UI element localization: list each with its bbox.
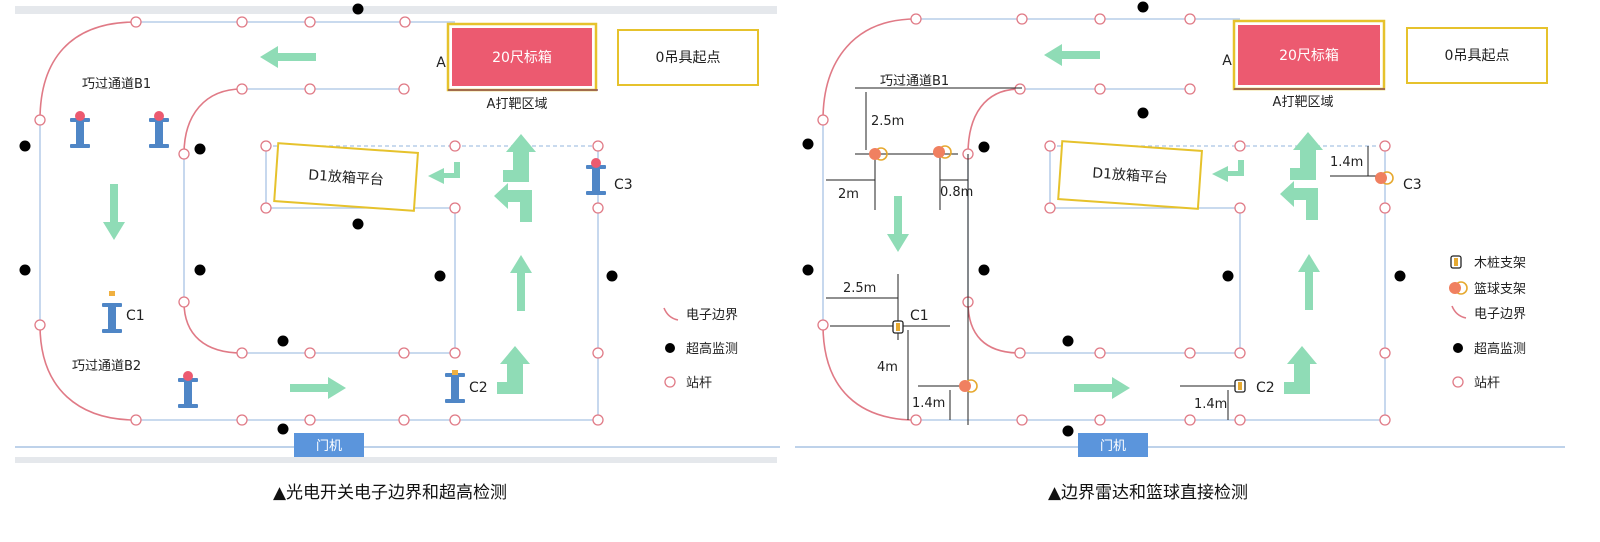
elbow-arrow-left-icon: [1280, 181, 1318, 220]
svg-text:2.5m: 2.5m: [843, 281, 876, 296]
height-monitors: [802, 1, 1406, 437]
channel-b2-label: 巧过通道B2: [72, 359, 141, 374]
basketball-stand: [958, 379, 978, 393]
basketball-stand: [932, 145, 952, 159]
channel-b1-label: 巧过通道B1: [82, 77, 151, 92]
height-monitors: [19, 3, 618, 435]
track-lines: [39, 21, 599, 421]
container-label: 20尺标箱: [1279, 48, 1339, 64]
left-panel: 20尺标箱 A A打靶区域 0吊具起点 D1放箱平台: [15, 3, 780, 503]
wood-stake: [892, 320, 904, 334]
station-pole-icon: [1452, 376, 1464, 388]
origin-box: [1406, 27, 1548, 84]
elbow-arrow-left-icon: [1212, 160, 1244, 182]
svg-text:1.4m: 1.4m: [1330, 155, 1363, 170]
svg-text:1.4m: 1.4m: [912, 396, 945, 411]
gate-crane: [294, 433, 364, 457]
a-marker: A: [1222, 53, 1232, 69]
flow-arrows: [103, 46, 536, 399]
arrow-up-icon: [510, 255, 532, 311]
c3-label: C3: [614, 177, 633, 193]
electronic-boundary-icon: [663, 307, 679, 321]
gate-label: 门机: [316, 439, 342, 454]
svg-text:2m: 2m: [838, 187, 859, 202]
height-monitor-icon: [665, 343, 675, 353]
wood-stake: [1234, 379, 1246, 393]
target-area-label: A打靶区域: [487, 97, 548, 112]
left-caption: ▲光电开关电子边界和超高检测: [273, 483, 507, 503]
gate-label: 门机: [1100, 439, 1126, 454]
legend-item: 电子边界: [686, 308, 738, 323]
basketball-stand: [1374, 171, 1394, 185]
elbow-arrow-up-icon: [1284, 346, 1317, 394]
platform-label: D1放箱平台: [1092, 165, 1169, 186]
platform-label: D1放箱平台: [308, 167, 385, 188]
origin-box: [617, 29, 759, 86]
gate-crane: [1078, 433, 1148, 457]
arrow-left-icon: [260, 46, 316, 68]
dimension-labels: 2.5m 2m 0.8m 1.4m 2.5m 4m 1.4m 1.4m: [838, 114, 1363, 412]
legend-item: 站杆: [1474, 376, 1500, 391]
container-20ft: [1238, 25, 1380, 85]
elbow-arrow-left-icon: [428, 162, 460, 184]
arrow-down-icon: [103, 184, 125, 240]
wood-stake-icon: [1450, 255, 1462, 269]
svg-text:0.8m: 0.8m: [940, 185, 973, 200]
arrow-up-icon: [1298, 254, 1320, 310]
c1-label: C1: [910, 308, 929, 324]
svg-text:4m: 4m: [877, 360, 898, 375]
elbow-arrow-up-icon: [497, 346, 530, 394]
container-20ft: [452, 28, 592, 86]
arrow-down-icon: [887, 196, 909, 252]
electronic-boundary: [39, 21, 243, 421]
photo-sensors: [70, 111, 606, 408]
height-monitor-icon: [1453, 343, 1463, 353]
electronic-boundary: [822, 18, 1021, 421]
station-pole-icon: [664, 376, 676, 388]
arrow-right-icon: [1074, 377, 1130, 399]
c1-label: C1: [126, 308, 145, 324]
electronic-boundary-icon: [1451, 305, 1467, 319]
right-panel: 20尺标箱 A A打靶区域 0吊具起点 D1放箱平台: [795, 1, 1565, 503]
platform: D1放箱平台: [1057, 140, 1203, 210]
channel-b1-label: 巧过通道B1: [880, 74, 949, 89]
elbow-arrow-left-icon: [494, 183, 532, 222]
a-marker: A: [436, 55, 446, 71]
origin-label: 0吊具起点: [656, 50, 721, 66]
c2-label: C2: [1256, 380, 1275, 396]
legend-item: 站杆: [686, 376, 712, 391]
svg-text:2.5m: 2.5m: [871, 114, 904, 129]
legend-right: 木桩支架 篮球支架 电子边界 超高监测 站杆: [1448, 255, 1526, 391]
svg-text:1.4m: 1.4m: [1194, 397, 1227, 412]
elbow-arrow-up-icon: [503, 134, 536, 182]
arrow-left-icon: [1044, 44, 1100, 66]
c3-label: C3: [1403, 177, 1422, 193]
legend-left: 电子边界 超高监测 站杆: [663, 307, 738, 391]
platform: D1放箱平台: [273, 142, 419, 212]
legend-item: 超高监测: [1474, 341, 1526, 357]
basketball-stand-icon: [1448, 281, 1468, 295]
origin-label: 0吊具起点: [1445, 48, 1510, 64]
arrow-right-icon: [290, 377, 346, 399]
elbow-arrow-up-icon: [1290, 132, 1323, 180]
flow-arrows: [887, 44, 1323, 399]
target-area-label: A打靶区域: [1273, 95, 1334, 110]
c2-label: C2: [469, 380, 488, 396]
legend-item: 木桩支架: [1474, 256, 1526, 271]
right-caption: ▲边界雷达和篮球直接检测: [1048, 483, 1248, 503]
legend-item: 篮球支架: [1474, 282, 1526, 297]
container-label: 20尺标箱: [492, 50, 552, 66]
legend-item: 超高监测: [686, 341, 738, 357]
legend-item: 电子边界: [1474, 307, 1526, 322]
